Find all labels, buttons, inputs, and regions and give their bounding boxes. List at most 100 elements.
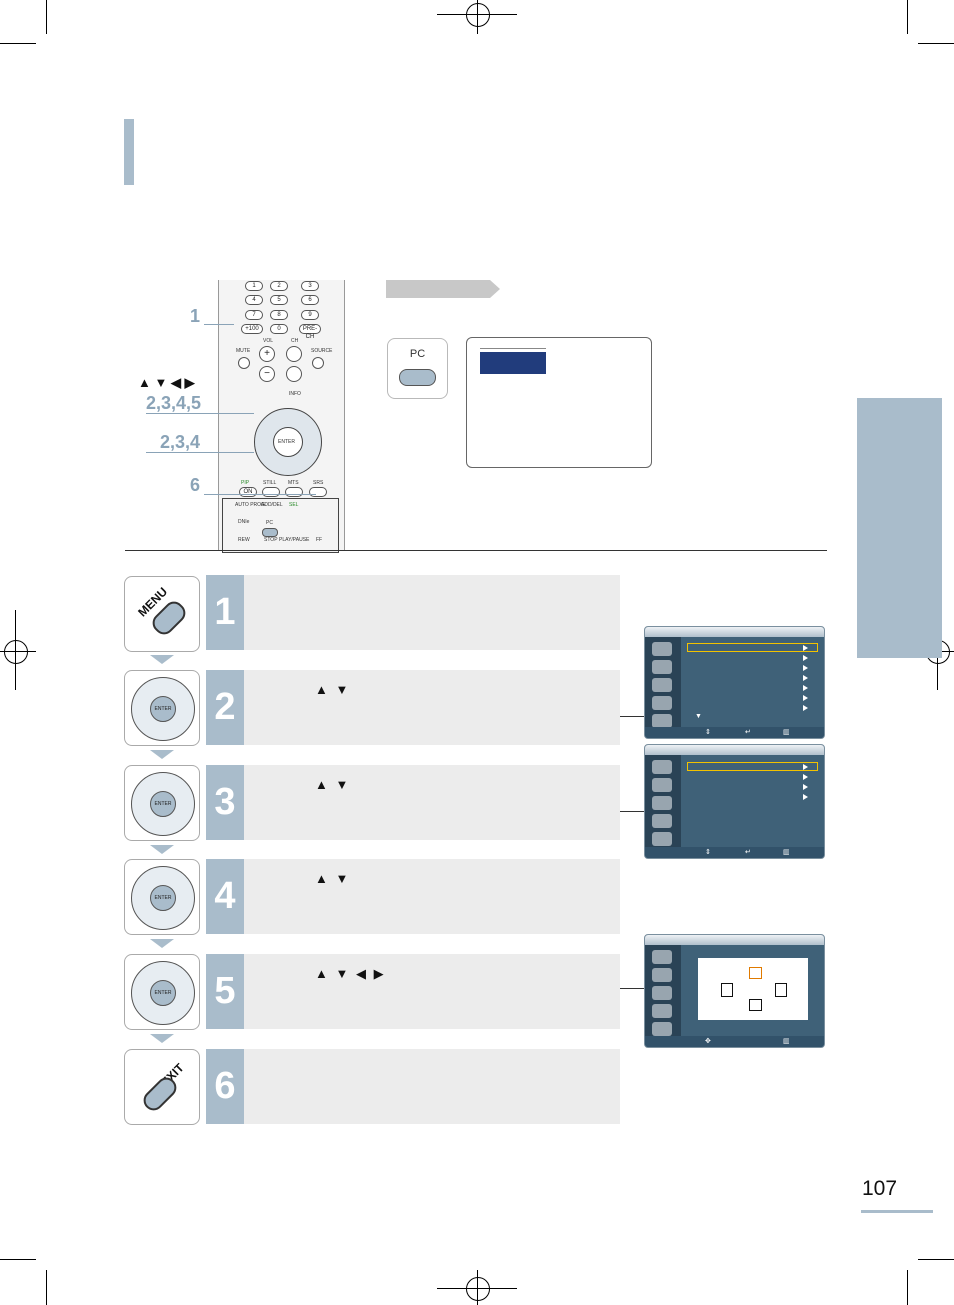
enter-label: ENTER: [150, 791, 176, 817]
remote-playpause-label: PLAY/PAUSE: [279, 537, 310, 543]
remote-srs-label: SRS: [313, 480, 324, 486]
title-accent-bar: [124, 119, 134, 185]
remote-still-key: [262, 487, 280, 497]
osd-pc-menu: ⇕ ↵ ▥: [644, 744, 825, 859]
osd-move-icon: ⇕: [705, 729, 711, 736]
enter-dpad-icon: ENTER: [124, 670, 200, 746]
remote-still-label: STILL: [263, 480, 277, 486]
step-arrow-down: [150, 939, 174, 948]
callout-steps-2345: 2,3,4,5: [146, 393, 202, 413]
source-list-box: [466, 337, 652, 468]
remote-vol-label: VOL: [263, 338, 274, 344]
step-arrow-down: [150, 655, 174, 664]
step-2-body: ▲ ▼: [244, 670, 620, 745]
remote-source-label: SOURCE: [311, 348, 333, 354]
remote-key-4: 4: [245, 295, 263, 305]
callout-step-6: 6: [190, 475, 201, 495]
step-number-3: 3: [206, 765, 244, 840]
remote-pip-on-key: ON: [239, 487, 257, 497]
remote-control: 1 2 3 4 5 6 7 8 9 +100 0 PRE-CH MUTE VOL…: [218, 280, 345, 553]
pc-button: PC: [387, 338, 448, 399]
step-arrow-down: [150, 845, 174, 854]
source-highlight: [480, 352, 546, 374]
remote-srs-key: [309, 487, 327, 497]
crop-mark: [0, 1259, 36, 1260]
remote-ff-label: FF: [316, 537, 323, 543]
crop-mark: [918, 1259, 954, 1260]
remote-addel-label: ADD/DEL: [261, 502, 283, 508]
remote-mts-label: MTS: [288, 480, 299, 486]
position-left-icon: [721, 983, 733, 997]
remote-dpad: ENTER: [254, 408, 322, 476]
vol-down-icon: −: [259, 366, 275, 382]
remote-key-7: 7: [245, 310, 263, 320]
crop-mark: [46, 1270, 47, 1305]
crop-mark: [907, 0, 908, 34]
osd-more-down-icon: ▼: [695, 713, 702, 720]
remote-key-1: 1: [245, 281, 263, 291]
enter-dpad-icon: ENTER: [124, 765, 200, 841]
exit-button-icon: EXIT: [124, 1049, 200, 1125]
remote-key-0: 0: [270, 324, 288, 334]
step-5-arrow-keys: ▲ ▼ ◀ ▶: [315, 966, 386, 981]
remote-key-9: 9: [301, 310, 319, 320]
pc-button-key: [399, 369, 436, 386]
osd-position-screen: ✥ ▥: [644, 934, 825, 1048]
enter-label: ENTER: [150, 980, 176, 1006]
mute-icon: [238, 357, 250, 369]
enter-dpad-icon: ENTER: [124, 954, 200, 1030]
step-4-body: ▲ ▼: [244, 859, 620, 934]
ch-down-icon: [286, 366, 302, 382]
vol-up-icon: +: [259, 346, 275, 362]
remote-dnie-label: DNIe: [238, 519, 250, 525]
osd-move-icon: ⇕: [705, 849, 711, 856]
remote-enter-label: ENTER: [278, 439, 295, 445]
osd-return-icon: ▥: [783, 1038, 790, 1045]
remote-key-plus100: +100: [241, 324, 263, 334]
osd-return-icon: ▥: [783, 849, 790, 856]
step-5-body: ▲ ▼ ◀ ▶: [244, 954, 620, 1029]
remote-pc-key: [262, 528, 278, 537]
remote-key-8: 8: [270, 310, 288, 320]
osd-move-icon: ✥: [705, 1038, 711, 1045]
callout-steps-234: 2,3,4: [160, 432, 201, 452]
crop-mark: [907, 1270, 908, 1305]
menu-button-icon: MENU: [124, 576, 200, 652]
step-number-5: 5: [206, 954, 244, 1029]
osd-selected-item: [687, 762, 818, 771]
page-number-underline: [861, 1210, 933, 1213]
crop-mark: [918, 43, 954, 44]
chapter-side-tab: [857, 398, 942, 658]
step-2-arrow-keys: ▲ ▼: [315, 682, 351, 697]
step-number-2: 2: [206, 670, 244, 745]
remote-ch-label: CH: [291, 338, 299, 344]
remote-mute-label: MUTE: [236, 348, 251, 354]
step-1-body: [244, 575, 620, 650]
registration-mark: [466, 1277, 490, 1301]
remote-key-5: 5: [270, 295, 288, 305]
remote-mts-key: [285, 487, 303, 497]
remote-rew-label: REW: [238, 537, 250, 543]
remote-key-6: 6: [301, 295, 319, 305]
ch-up-icon: [286, 346, 302, 362]
step-6-body: [244, 1049, 620, 1124]
osd-return-icon: ▥: [783, 729, 790, 736]
callout-arrow-keys: ▲ ▼ ◀ ▶: [138, 375, 195, 390]
section-heading-tag: [386, 280, 500, 298]
step-arrow-down: [150, 750, 174, 759]
remote-stop-label: STOP: [264, 537, 278, 543]
enter-label: ENTER: [150, 696, 176, 722]
step-arrow-down: [150, 1034, 174, 1043]
pc-button-label: PC: [409, 348, 426, 360]
crop-mark: [0, 43, 36, 44]
position-down-icon: [749, 999, 762, 1011]
position-up-icon: [749, 967, 762, 979]
callout-step-1: 1: [190, 306, 201, 326]
remote-key-2: 2: [270, 281, 288, 291]
step-3-arrow-keys: ▲ ▼: [315, 777, 351, 792]
enter-label: ENTER: [150, 885, 176, 911]
remote-autoprog-label: AUTO PROG.: [235, 502, 267, 508]
remote-pip-label: PIP: [241, 480, 250, 486]
crop-mark: [46, 0, 47, 34]
osd-enter-icon: ↵: [745, 729, 751, 736]
